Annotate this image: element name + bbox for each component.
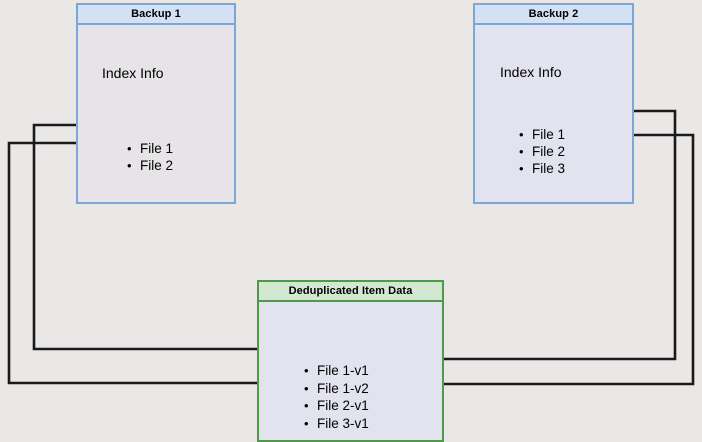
backup-1-file-list: File 1 File 2 [127,140,173,174]
list-item: File 2-v1 [304,397,369,415]
backup-2-index-info-label: Index Info [500,64,562,80]
list-item: File 1 [127,140,173,157]
node-backup-2-title: Backup 2 [475,5,632,25]
backup-2-file-list: File 1 File 2 File 3 [519,126,565,177]
node-backup-1[interactable]: Backup 1 Index Info File 1 File 2 [76,3,236,204]
list-item: File 1-v2 [304,380,369,398]
dedup-file-list: File 1-v1 File 1-v2 File 2-v1 File 3-v1 [304,362,369,432]
list-item: File 2 [519,143,565,160]
list-item: File 1 [519,126,565,143]
node-deduplicated-item-data-title: Deduplicated Item Data [259,282,442,302]
list-item: File 3 [519,160,565,177]
list-item: File 2 [127,157,173,174]
node-deduplicated-item-data[interactable]: Deduplicated Item Data File 1-v1 File 1-… [257,280,444,442]
list-item: File 1-v1 [304,362,369,380]
backup-1-index-info-label: Index Info [102,65,164,81]
node-backup-1-title: Backup 1 [78,5,234,25]
node-backup-2[interactable]: Backup 2 Index Info File 1 File 2 File 3 [473,3,634,204]
list-item: File 3-v1 [304,415,369,433]
